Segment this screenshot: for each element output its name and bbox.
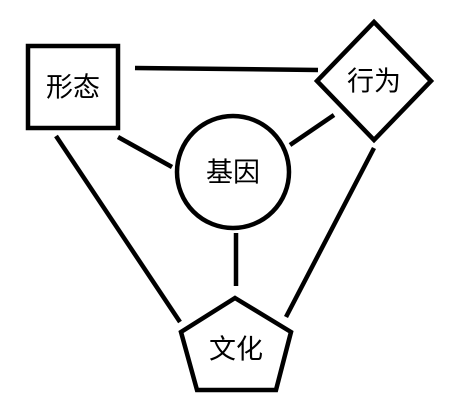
edge-behavior-gene <box>288 113 336 147</box>
node-culture: 文化 <box>178 295 294 393</box>
edge-morphology-gene <box>116 135 174 169</box>
node-morphology: 形态 <box>25 43 121 131</box>
node-culture-label: 文化 <box>209 335 263 366</box>
pentagon-shape <box>178 295 294 393</box>
edge-morphology-culture <box>54 134 182 324</box>
square-shape <box>25 43 121 131</box>
node-gene: 基因 <box>174 113 292 231</box>
node-morphology-label: 形态 <box>46 73 100 104</box>
edge-behavior-culture <box>284 146 376 319</box>
node-behavior: 行为 <box>313 18 435 144</box>
node-gene-label: 基因 <box>206 158 260 189</box>
edges <box>54 65 376 324</box>
edge-morphology-behavior <box>134 65 319 73</box>
node-behavior-label: 行为 <box>347 67 401 98</box>
circle-shape <box>174 113 292 231</box>
diamond-shape <box>313 18 435 144</box>
